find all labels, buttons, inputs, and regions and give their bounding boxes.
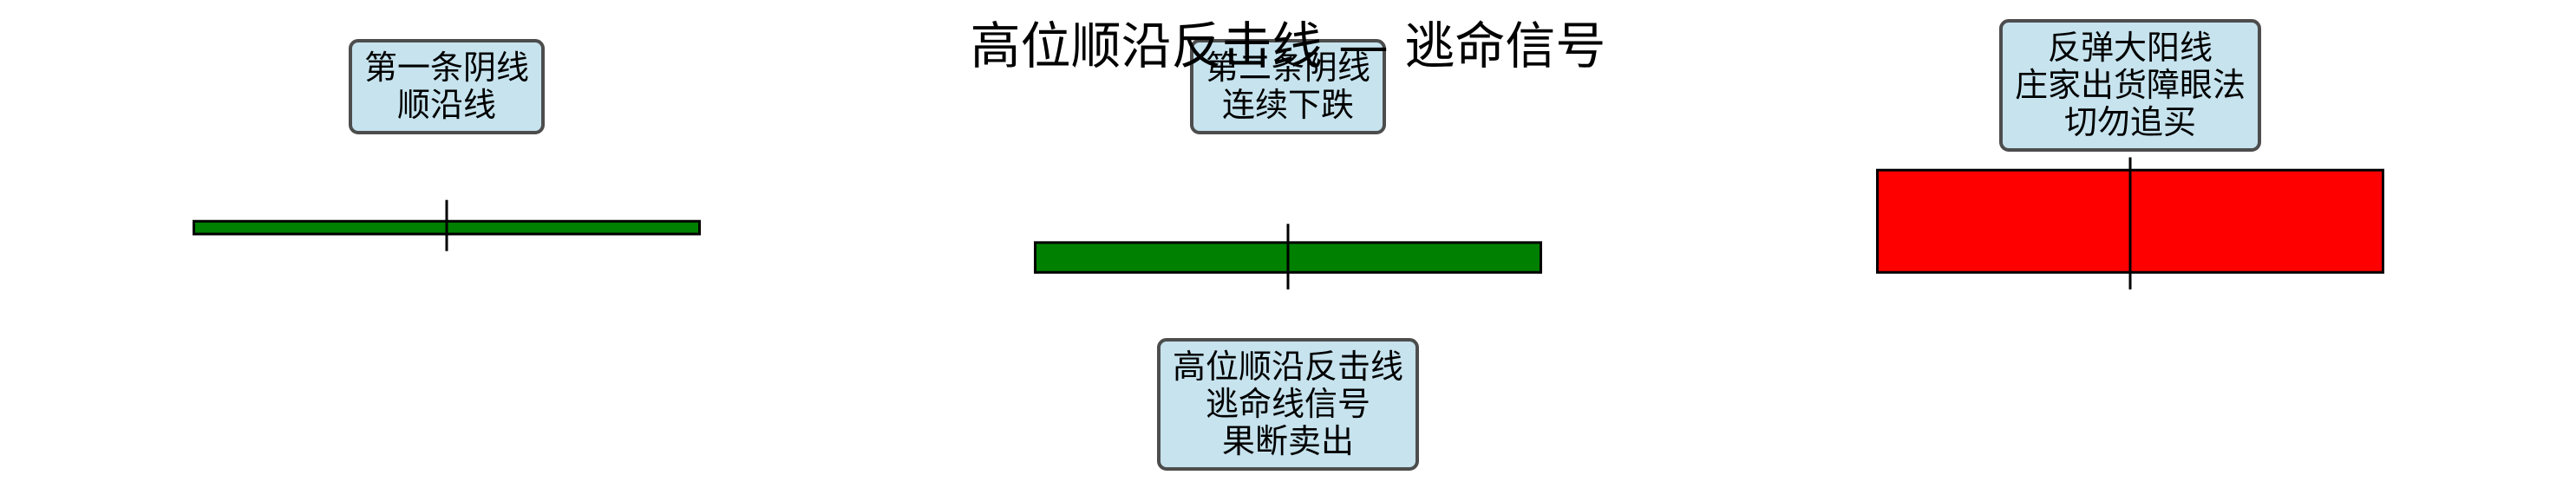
candle-2: [1876, 157, 2384, 290]
annotation-sell-signal-box: [1156, 338, 1420, 471]
candles-layer: [193, 157, 2384, 290]
annotation-first-bear-box: [348, 39, 546, 134]
annotation-rebound-bull-box: [1998, 19, 2262, 152]
candle-1: [1034, 224, 1542, 290]
annotation-rebound-bull-line-0: 反弹大阳线: [2048, 29, 2213, 67]
annotation-first-bear-line-1: 顺沿线: [397, 86, 496, 124]
annotation-first-bear-line-0: 第一条阴线: [364, 49, 529, 87]
annotation-sell-signal-line-2: 果断卖出: [1222, 422, 1354, 460]
annotation-second-bear-box: [1189, 39, 1387, 134]
annotation-sell-signal-line-0: 高位顺沿反击线: [1173, 348, 1403, 386]
annotation-second-bear-line-0: 第二条阴线: [1206, 49, 1370, 87]
annotation-rebound-bull-line-1: 庄家出货障眼法: [2015, 66, 2246, 104]
annotation-sell-signal-line-1: 逃命线信号: [1206, 385, 1370, 423]
annotation-second-bear-line-1: 连续下跌: [1222, 86, 1354, 124]
annotation-rebound-bull-line-2: 切勿追买: [2064, 103, 2196, 141]
chart-title: 高位顺沿反击线 — 逃命信号: [971, 16, 1606, 75]
candle-0: [193, 199, 701, 251]
